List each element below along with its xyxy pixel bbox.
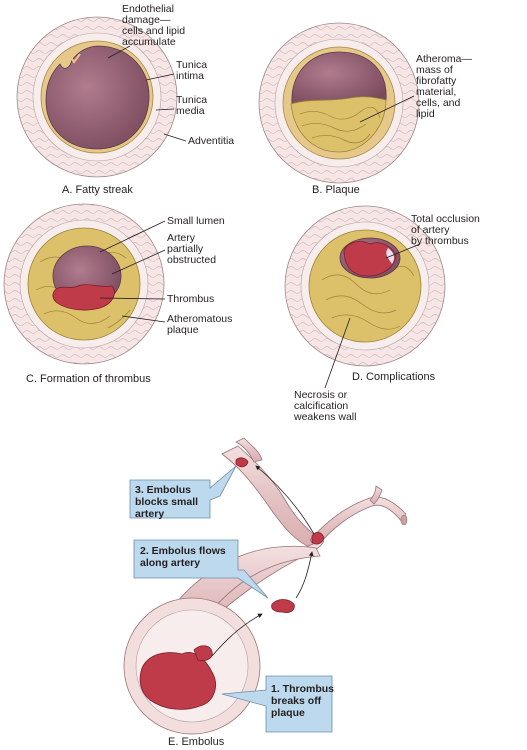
panel-a-fatty-streak: Endothelial damage— cells and lipid accu… bbox=[16, 3, 234, 196]
callout-step-3 bbox=[129, 465, 237, 519]
label-total-occlusion: Total occlusion of artery by thrombus bbox=[411, 213, 483, 247]
panel-a-damage-mark bbox=[61, 53, 81, 65]
caption-e: E. Embolus bbox=[168, 736, 225, 748]
caption-b: B. Plaque bbox=[312, 184, 360, 196]
panel-e-embolus-mid bbox=[271, 599, 295, 613]
panel-d-thrombus-mass bbox=[343, 241, 397, 277]
panel-e-branch-right bbox=[309, 496, 407, 549]
panel-d-complications: Total occlusion of artery by thrombus D.… bbox=[284, 205, 483, 423]
panel-e-embolus-top bbox=[235, 457, 249, 468]
label-tunica-media: Tunica media bbox=[176, 94, 210, 117]
callout-step-2-text: 2. Embolus flows along artery bbox=[140, 545, 229, 569]
label-adventitia: Adventitia bbox=[188, 135, 234, 147]
label-necrosis: Necrosis or calcification weakens wall bbox=[293, 389, 356, 423]
label-atheromatous-plaque: Atheromatous plaque bbox=[167, 313, 235, 336]
panel-b-plaque: Atheroma— mass of fibrofatty material, c… bbox=[258, 22, 475, 196]
callout-step-1 bbox=[221, 675, 333, 733]
label-atheroma: Atheroma— mass of fibrofatty material, c… bbox=[416, 53, 475, 120]
caption-a: A. Fatty streak bbox=[62, 184, 133, 196]
callout-step-3-text: 3. Embolus blocks small artery bbox=[135, 484, 201, 520]
label-small-lumen: Small lumen bbox=[167, 215, 225, 227]
caption-d: D. Complications bbox=[352, 371, 436, 383]
label-thrombus: Thrombus bbox=[167, 293, 214, 305]
panel-e-embolus-branch bbox=[311, 532, 325, 545]
panel-e-plaque-thrombus bbox=[139, 652, 216, 710]
panel-e-fragment-breaking bbox=[193, 645, 213, 661]
label-partially-obstructed: Artery partially obstructed bbox=[167, 232, 216, 266]
callout-step-2 bbox=[133, 539, 269, 599]
panel-c-thrombus: Small lumen Artery partially obstructed … bbox=[3, 203, 235, 385]
panel-e-embolus: 1. Thrombus breaks off plaque 2. Embolus… bbox=[123, 437, 408, 748]
callout-step-1-text: 1. Thrombus breaks off plaque bbox=[271, 683, 337, 719]
label-tunica-intima: Tunica intima bbox=[176, 59, 210, 82]
caption-c: C. Formation of thrombus bbox=[26, 373, 151, 385]
label-endothelial-damage: Endothelial damage— cells and lipid accu… bbox=[122, 3, 188, 48]
